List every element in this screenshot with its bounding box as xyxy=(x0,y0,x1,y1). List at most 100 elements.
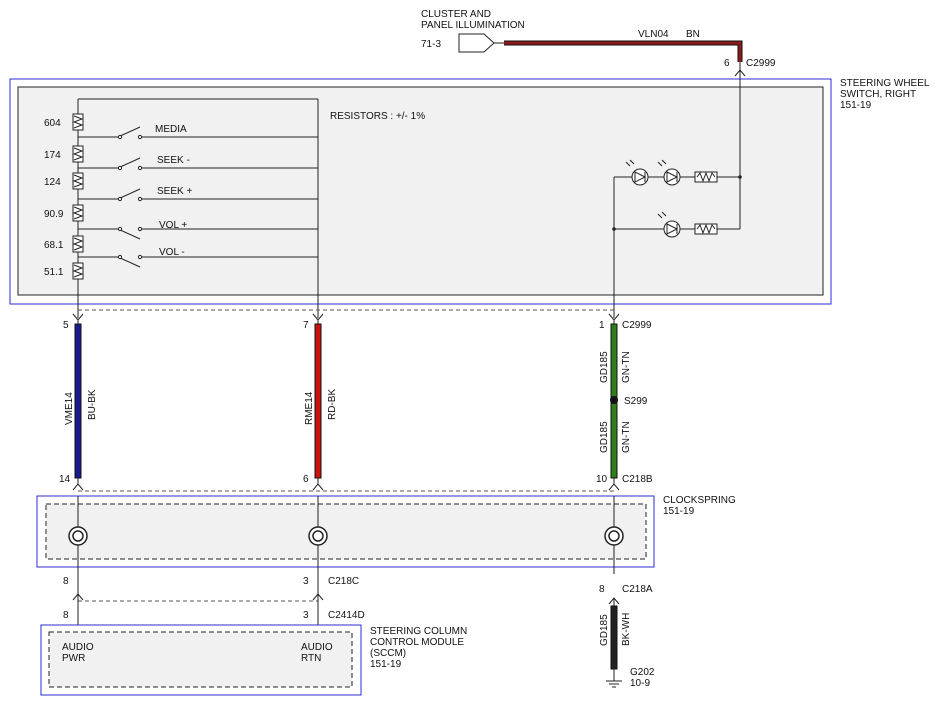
wire-color: BU-BK xyxy=(87,389,98,420)
pin-3-sccm: 3 xyxy=(303,610,309,621)
sccm-feed-lines xyxy=(72,574,324,625)
switch-title-line2: SWITCH, RIGHT xyxy=(840,89,916,100)
wire-color: BK-WH xyxy=(621,613,632,646)
wire-circuit: VME14 xyxy=(64,392,75,425)
led-icon xyxy=(625,159,649,186)
switch-label: VOL + xyxy=(159,220,187,231)
resistor-90-9: 90.9 xyxy=(44,204,84,222)
resistors-note: RESISTORS : +/- 1% xyxy=(330,111,425,122)
pin-7-label: 7 xyxy=(303,320,309,331)
pin-8-sccm: 8 xyxy=(63,610,69,621)
connector-c2414d: C2414D xyxy=(328,610,365,621)
led-icon xyxy=(657,211,681,238)
sccm-title-line3: (SCCM) xyxy=(370,648,406,659)
resistor-value: 68.1 xyxy=(44,240,64,251)
wire-vme14: VME14 BU-BK xyxy=(64,320,98,484)
audio-pwr-label-line1: AUDIO xyxy=(62,642,94,653)
vln04-circuit: VLN04 xyxy=(638,29,669,40)
resistor-icon xyxy=(694,171,718,183)
wire-circuit: GD185 xyxy=(599,614,610,646)
resistor-value: 174 xyxy=(44,150,61,161)
resistor-174: 174 xyxy=(44,145,84,163)
clockspring-body xyxy=(45,503,647,560)
vln04-color: BN xyxy=(686,29,700,40)
switch-media: MEDIA xyxy=(78,124,318,140)
switch-seek-plus: SEEK + xyxy=(78,186,318,202)
connector-c2999-top: C2999 xyxy=(746,58,776,69)
resistor-604: 604 xyxy=(44,113,84,131)
resistor-68-1: 68.1 xyxy=(44,235,84,253)
sccm-ref: 151-19 xyxy=(370,659,402,670)
coil-icon xyxy=(68,526,88,546)
wire-color: RD-BK xyxy=(327,389,338,420)
resistor-value: 90.9 xyxy=(44,209,64,220)
clockspring-ref: 151-19 xyxy=(663,506,695,517)
chevrons-c2999 xyxy=(72,313,620,321)
illumination-feed: CLUSTER AND PANEL ILLUMINATION 71-3 VLN0… xyxy=(421,9,776,79)
page-reference-arrow xyxy=(458,33,495,53)
wire-gd185-black xyxy=(610,605,618,670)
switch-title-line1: STEERING WHEEL xyxy=(840,78,930,89)
sccm-title-line2: CONTROL MODULE xyxy=(370,637,464,648)
wire-circuit: RME14 xyxy=(304,391,315,425)
pin-3-clockspring: 3 xyxy=(303,576,309,587)
pin-8-clockspring-right: 8 xyxy=(599,584,605,595)
ground-wire: GD185 BK-WH G202 10-9 xyxy=(599,597,655,689)
switch-body xyxy=(17,86,824,296)
connector-c218b: C218B xyxy=(622,474,653,485)
illumination-title-line2: PANEL ILLUMINATION xyxy=(421,20,525,31)
led-icon xyxy=(657,159,681,186)
resistor-icon xyxy=(694,223,718,235)
sccm-body xyxy=(48,631,353,688)
coil-icon xyxy=(604,526,624,546)
wire-rme14: RME14 RD-BK xyxy=(304,320,338,484)
switch-label: MEDIA xyxy=(155,124,187,135)
resistor-51-1: 51.1 xyxy=(44,262,84,280)
splice-label: S299 xyxy=(624,396,648,407)
pin-8-clockspring-left: 8 xyxy=(63,576,69,587)
illumination-ref: 71-3 xyxy=(421,39,441,50)
switch-ref: 151-19 xyxy=(840,100,872,111)
illumination-title-line1: CLUSTER AND xyxy=(421,9,491,20)
sccm-module: STEERING COLUMN CONTROL MODULE (SCCM) 15… xyxy=(40,624,467,696)
coil-icon xyxy=(308,526,328,546)
pin-14-label: 14 xyxy=(59,474,71,485)
ground-icon xyxy=(606,680,622,688)
clockspring: CLOCKSPRING 151-19 xyxy=(36,495,736,574)
ground-name: G202 xyxy=(630,667,655,678)
connector-c218c: C218C xyxy=(328,576,359,587)
pin-1-label: 1 xyxy=(599,320,605,331)
resistor-value: 124 xyxy=(44,177,61,188)
wire-gd185-green: S299 GD185 GN-TN GD185 GN-TN xyxy=(599,320,648,484)
clockspring-outline xyxy=(36,495,655,568)
switch-seek-minus: SEEK - xyxy=(78,155,318,171)
sccm-title-line1: STEERING COLUMN xyxy=(370,626,467,637)
switch-outline xyxy=(9,78,832,305)
resistor-value: 51.1 xyxy=(44,267,64,278)
connector-c2999-bottom: C2999 xyxy=(622,320,652,331)
pin-5-label: 5 xyxy=(63,320,69,331)
ground-ref: 10-9 xyxy=(630,678,650,689)
sccm-outline xyxy=(40,624,362,696)
chevrons-c218b xyxy=(72,483,620,491)
wire-circuit: GD185 xyxy=(599,421,610,453)
pin-6-bottom-label: 6 xyxy=(303,474,309,485)
resistor-value: 604 xyxy=(44,118,61,129)
steering-wheel-switch: STEERING WHEEL SWITCH, RIGHT 151-19 RESI… xyxy=(9,78,930,318)
wire-color: GN-TN xyxy=(621,351,632,383)
audio-pwr-label-line2: PWR xyxy=(62,653,85,664)
wire-vln04 xyxy=(504,41,742,62)
pin-10-label: 10 xyxy=(596,474,608,485)
switch-label: SEEK - xyxy=(157,155,190,166)
pin-6-label: 6 xyxy=(724,58,730,69)
switch-label: VOL - xyxy=(159,247,185,258)
switch-vol-plus: VOL + xyxy=(78,220,318,240)
connector-c218a: C218A xyxy=(622,584,653,595)
clockspring-title: CLOCKSPRING xyxy=(663,495,736,506)
switch-label: SEEK + xyxy=(157,186,192,197)
wire-circuit: GD185 xyxy=(599,351,610,383)
audio-rtn-label-line1: AUDIO xyxy=(301,642,333,653)
led-branch xyxy=(612,79,742,318)
wire-color: GN-TN xyxy=(621,421,632,453)
